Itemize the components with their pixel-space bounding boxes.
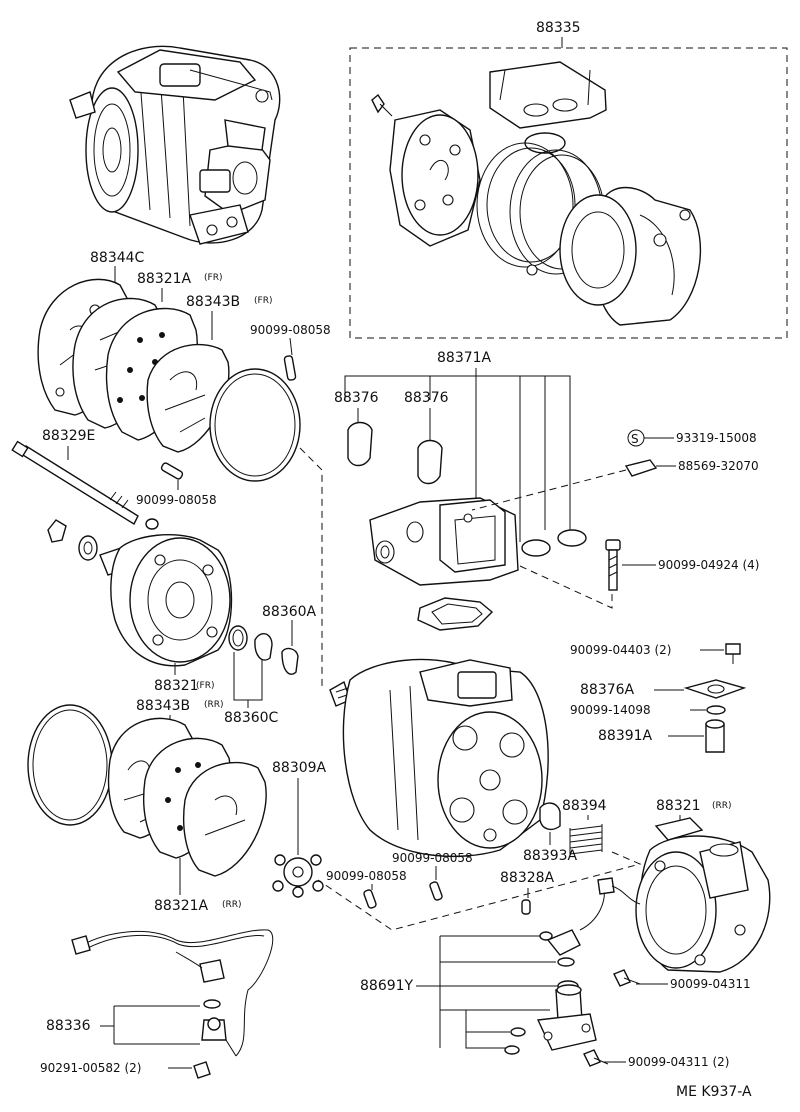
- label-88376-b: 88376: [404, 390, 449, 406]
- label-88360C: 88360C: [224, 710, 279, 726]
- label-88376A: 88376A: [580, 682, 635, 698]
- shaft-seal-88360: [228, 625, 299, 675]
- s-mark-text: S: [631, 432, 639, 446]
- suffix-fr-3: (FR): [196, 681, 214, 691]
- label-90291-00582: 90291-00582 (2): [40, 1061, 142, 1075]
- solenoid-88691Y: [504, 877, 641, 1055]
- label-90099-04924: 90099-04924 (4): [658, 558, 760, 572]
- label-90099-08058-b: 90099-08058: [136, 493, 217, 507]
- label-88343B-rr: 88343B: [136, 698, 190, 714]
- figure-code: ME K937-A: [676, 1084, 752, 1100]
- swash-88309A: [272, 854, 324, 898]
- label-90099-14098: 90099-14098: [570, 703, 651, 717]
- label-90099-04311-a: 90099-04311: [670, 977, 751, 991]
- screw-90099-04311-b: [583, 1049, 609, 1067]
- screw-90099-04311-a: [613, 969, 641, 987]
- suffix-fr-2: (FR): [254, 296, 272, 306]
- label-88344C: 88344C: [90, 250, 145, 266]
- label-88691Y: 88691Y: [360, 978, 414, 994]
- label-88321-fr: 88321: [154, 678, 199, 694]
- label-88569-32070: 88569-32070: [678, 459, 759, 473]
- discharge-head-88371A: [369, 497, 519, 586]
- label-88393A: 88393A: [523, 848, 578, 864]
- label-88360A: 88360A: [262, 604, 317, 620]
- label-88321A-rr: 88321A: [154, 898, 209, 914]
- suffix-rr-1: (RR): [204, 700, 224, 710]
- pin-90099-08058-d: [429, 881, 443, 901]
- label-88371A: 88371A: [437, 350, 492, 366]
- suffix-fr-1: (FR): [204, 273, 222, 283]
- pin-90099-08058-c: [363, 889, 377, 909]
- spring-88394: [569, 824, 603, 856]
- label-88335: 88335: [536, 20, 581, 36]
- rear-head-88321-rr: [635, 817, 771, 973]
- label-88321-rr: 88321: [656, 798, 701, 814]
- cap-88376-a: [347, 421, 373, 467]
- compressor-assembly: [69, 45, 281, 245]
- front-head-88321-fr: [47, 519, 233, 667]
- label-90099-04403: 90099-04403 (2): [570, 643, 672, 657]
- through-bolt-88329E: [11, 440, 139, 525]
- suffix-rr-3: (RR): [712, 801, 732, 811]
- gasket-88321A-rr: [182, 761, 267, 877]
- screw-90099-04403: [725, 643, 741, 655]
- cap-88376-b: [417, 439, 443, 485]
- label-90099-04311-b: 90099-04311 (2): [628, 1055, 730, 1069]
- label-88391A: 88391A: [598, 728, 653, 744]
- pin-88328A: [521, 899, 531, 915]
- cylinder-block-main: [329, 658, 549, 858]
- valve-88393A: [539, 802, 561, 831]
- o-ring-rr: [27, 704, 113, 826]
- washer-small: [145, 518, 159, 530]
- label-90099-08058-a: 90099-08058: [250, 323, 331, 337]
- kit-boundary-88335: [349, 47, 788, 339]
- o-ring-88371-b: [557, 529, 587, 547]
- oring-90099-14098: [706, 705, 726, 715]
- bolt-90099-04924: [605, 539, 621, 591]
- o-ring-fr: [209, 368, 301, 482]
- cylinder-kit-88335: [371, 61, 702, 326]
- label-88309A: 88309A: [272, 760, 327, 776]
- harness-88336: [71, 929, 274, 1079]
- label-93319-15008: 93319-15008: [676, 431, 757, 445]
- label-88376-a: 88376: [334, 390, 379, 406]
- suffix-rr-2: (RR): [222, 900, 242, 910]
- clip-88569-32070: [624, 459, 658, 477]
- label-88329E: 88329E: [42, 428, 95, 444]
- label-88336: 88336: [46, 1018, 91, 1034]
- label-90099-08058-d: 90099-08058: [392, 851, 473, 865]
- o-ring-88371-a: [521, 539, 551, 557]
- pin-90099-08058-a: [283, 355, 297, 381]
- gasket-head: [417, 597, 494, 631]
- label-90099-08058-c: 90099-08058: [326, 869, 407, 883]
- label-88328A: 88328A: [500, 870, 555, 886]
- pin-90099-08058-b: [160, 462, 184, 480]
- label-88321A-fr: 88321A: [137, 271, 192, 287]
- label-88343B-fr: 88343B: [186, 294, 240, 310]
- label-88394: 88394: [562, 798, 607, 814]
